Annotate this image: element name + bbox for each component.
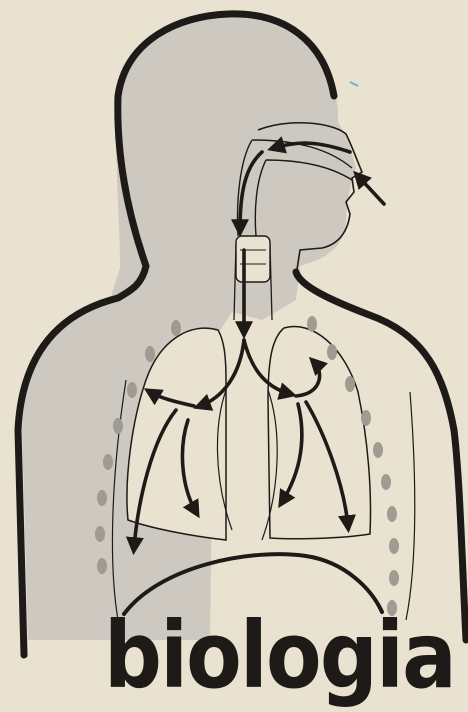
larynx-icon bbox=[236, 236, 270, 282]
cover-title: biologia bbox=[104, 606, 421, 706]
right-lung-icon bbox=[268, 327, 371, 539]
